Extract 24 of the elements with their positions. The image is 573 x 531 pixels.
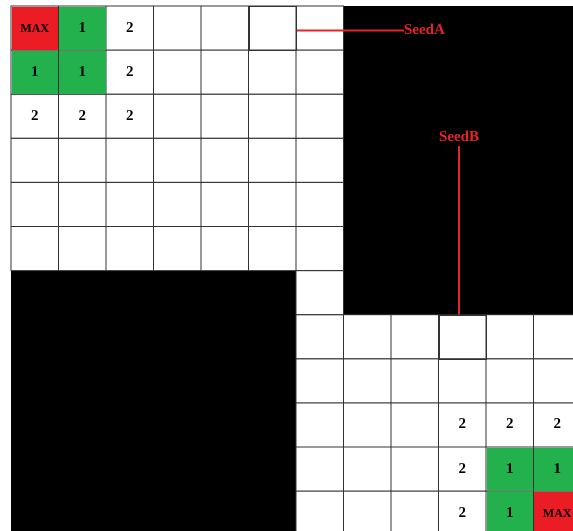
cell-value: 2 xyxy=(505,415,514,434)
highlighted-cell: 1 xyxy=(59,6,106,50)
callout-label: SeedB xyxy=(439,129,480,146)
cell-value: 2 xyxy=(78,106,87,126)
highlighted-cell: 1 xyxy=(59,50,106,94)
cell-value: 2 xyxy=(125,106,134,126)
cell-value: 2 xyxy=(125,18,134,38)
cell-value: 2 xyxy=(125,62,134,82)
highlighted-cell: 1 xyxy=(534,448,573,491)
target-cell xyxy=(248,6,297,52)
highlighted-cell: 1 xyxy=(486,448,533,491)
highlighted-cell: MAX xyxy=(534,492,573,531)
cell-value: 2 xyxy=(458,460,467,479)
cell-value: 2 xyxy=(458,415,467,434)
highlighted-cell: MAX xyxy=(12,6,58,50)
cell-value: 2 xyxy=(30,106,40,126)
highlighted-cell: 1 xyxy=(486,492,533,531)
target-cell xyxy=(438,314,487,360)
leader-line xyxy=(458,146,460,315)
cell-value: 2 xyxy=(458,504,467,523)
callout-label: SeedA xyxy=(404,22,445,39)
leader-line xyxy=(297,30,404,32)
highlighted-cell: 1 xyxy=(12,50,58,94)
cell-value: 2 xyxy=(552,415,562,434)
